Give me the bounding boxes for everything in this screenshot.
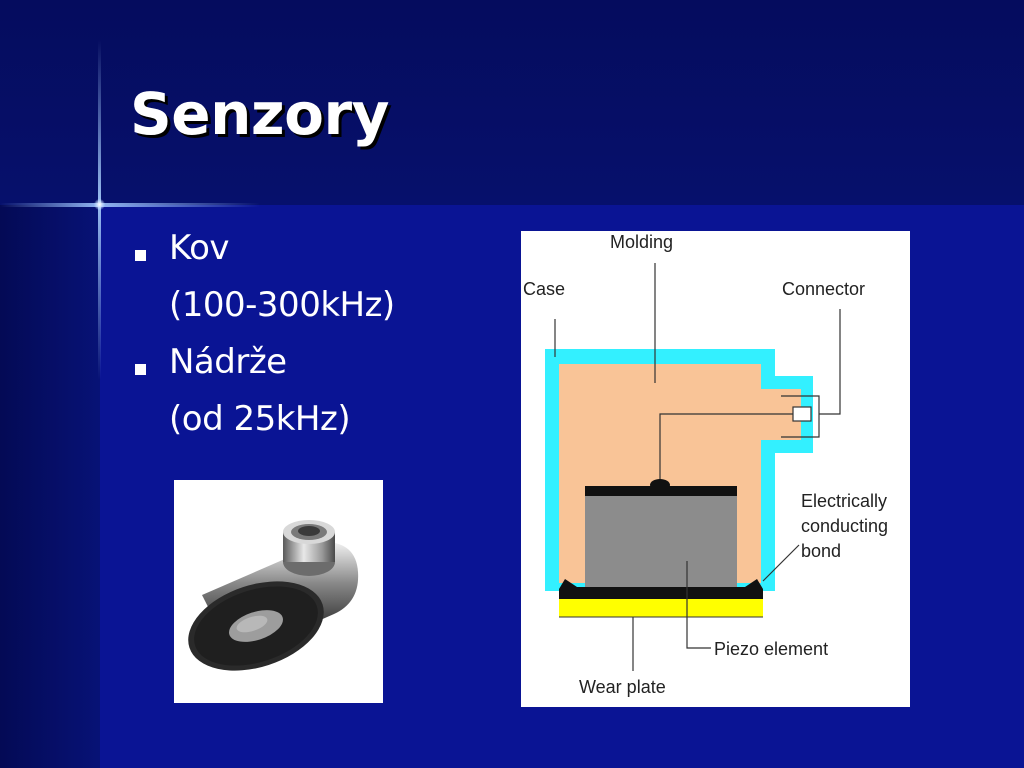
bullet-list: Kov (100-300kHz) Nádrže (od 25kHz) bbox=[132, 228, 492, 456]
top-electrode bbox=[585, 486, 737, 496]
decorative-glow-vertical bbox=[98, 40, 101, 380]
square-bullet-icon bbox=[135, 250, 146, 261]
conducting-bond-shape bbox=[559, 579, 763, 599]
label-piezo-element: Piezo element bbox=[714, 639, 828, 659]
decorative-glow-horizontal bbox=[0, 203, 260, 207]
wear-plate-shape bbox=[559, 599, 763, 617]
piezo-element-shape bbox=[585, 496, 737, 588]
bullet-label: Nádrže bbox=[169, 342, 287, 382]
sensor-photo-image bbox=[174, 480, 383, 703]
label-bond-line3: bond bbox=[801, 541, 841, 561]
sensor-cross-section-diagram: Molding Case Connector Electrically cond… bbox=[521, 231, 910, 707]
label-connector: Connector bbox=[782, 279, 865, 299]
bullet-item: Nádrže bbox=[132, 342, 492, 399]
slide-title: Senzory bbox=[130, 80, 389, 148]
bullet-detail: (100-300kHz) bbox=[169, 285, 395, 325]
bullet-detail-line: (od 25kHz) bbox=[132, 399, 492, 456]
connector-shape bbox=[792, 406, 812, 422]
bullet-detail-line: (100-300kHz) bbox=[132, 285, 492, 342]
sensor-diagram-svg: Molding Case Connector Electrically cond… bbox=[523, 232, 888, 697]
label-wear-plate: Wear plate bbox=[579, 677, 666, 697]
label-molding: Molding bbox=[610, 232, 673, 252]
sensor-photo bbox=[174, 480, 383, 703]
header-band bbox=[0, 0, 1024, 205]
bullet-item: Kov bbox=[132, 228, 492, 285]
label-case: Case bbox=[523, 279, 565, 299]
bullet-detail: (od 25kHz) bbox=[169, 399, 351, 439]
label-bond-line1: Electrically bbox=[801, 491, 887, 511]
bullet-label: Kov bbox=[169, 228, 230, 268]
left-band bbox=[0, 205, 100, 768]
label-bond-line2: conducting bbox=[801, 516, 888, 536]
decorative-sparkle-icon bbox=[94, 199, 105, 210]
square-bullet-icon bbox=[135, 364, 146, 375]
